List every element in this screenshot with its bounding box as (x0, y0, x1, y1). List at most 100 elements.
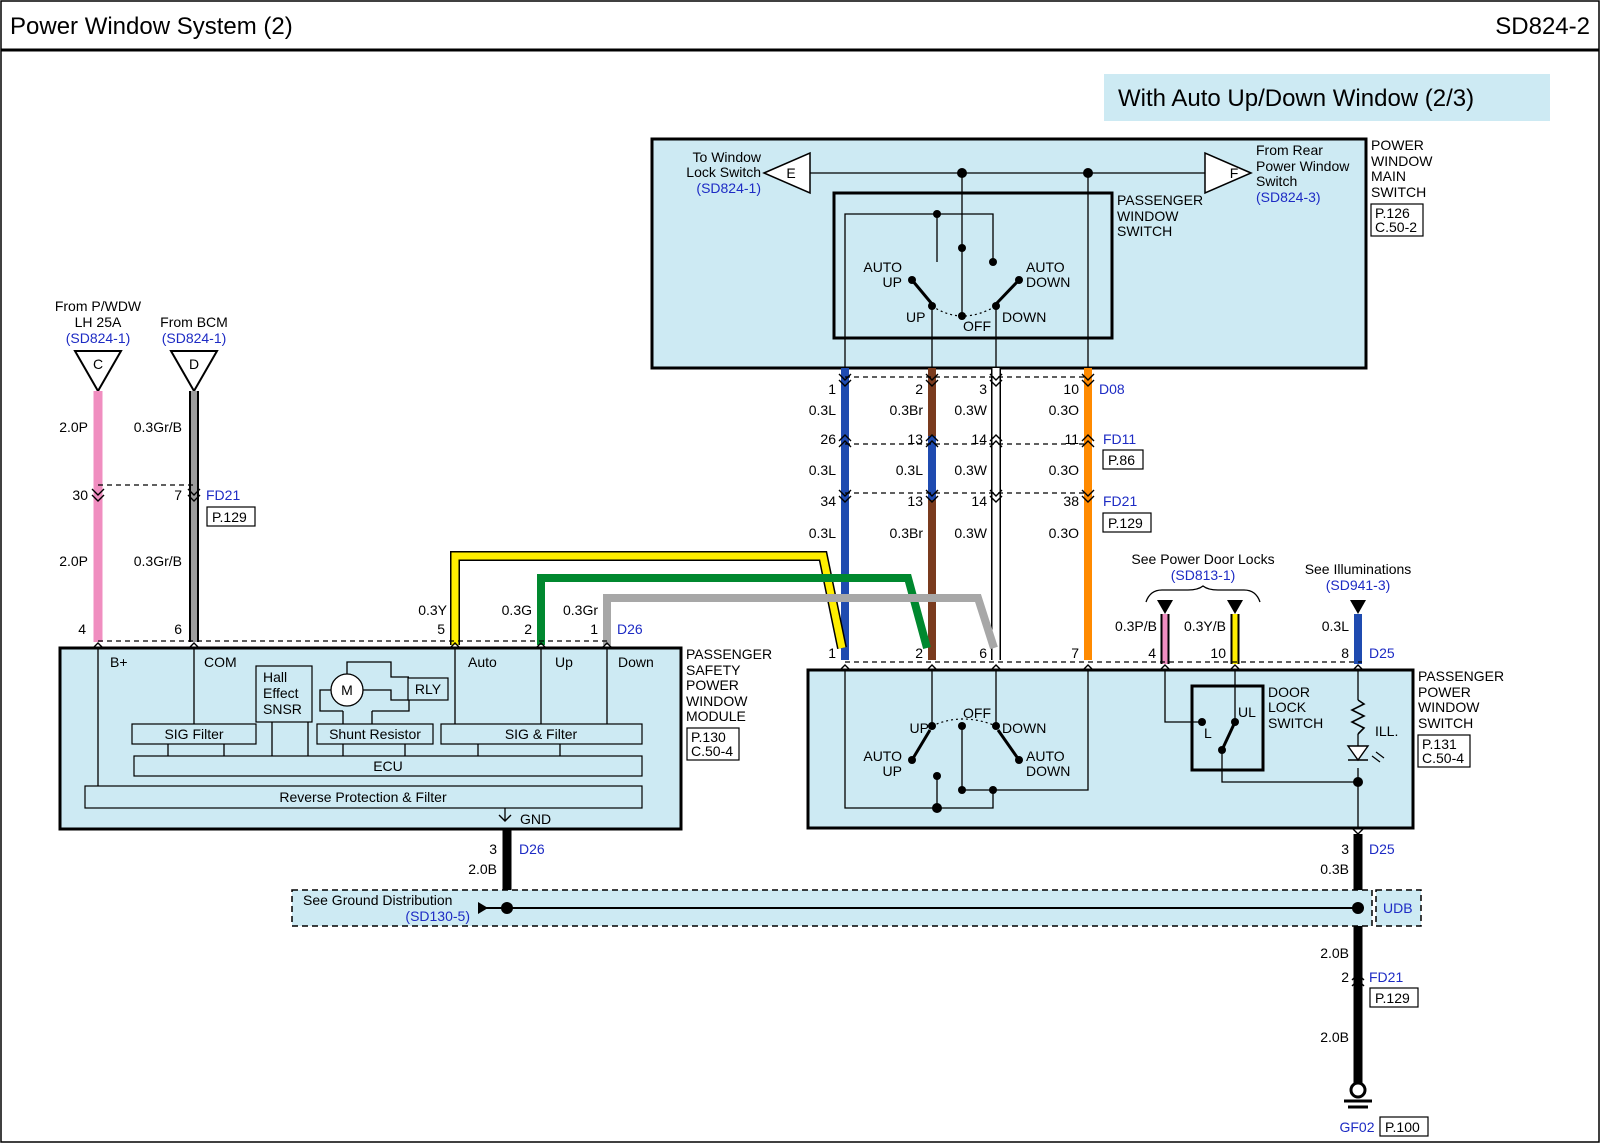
switch-link (931, 718, 997, 727)
main-switch-name-3: MAIN (1371, 168, 1406, 184)
ground-ref[interactable]: (SD130-5) (405, 908, 470, 924)
ref-p129[interactable]: P.129 (1108, 515, 1143, 531)
inner-switch-name-3: SWITCH (1117, 223, 1172, 239)
main-switch-ref-1[interactable]: P.126 (1375, 205, 1410, 221)
wire-spec: 0.3L (1322, 618, 1349, 634)
main-switch-box (650, 137, 1368, 370)
ref-box (1102, 512, 1152, 533)
fd21-connector-glyph (1351, 973, 1365, 987)
pass-switch-name-2: POWER (1418, 684, 1471, 700)
pass-auto-up-1: AUTO (863, 748, 902, 764)
connector-c-icon (73, 350, 123, 394)
pin-label: 2 (915, 645, 923, 661)
pin-label: 1 (590, 621, 598, 637)
pass-auto-down-1: AUTO (1026, 748, 1065, 764)
gf02-label[interactable]: GF02 (1339, 1119, 1374, 1135)
shunt-resistor-label: Shunt Resistor (329, 726, 421, 742)
module-pin-glyphs (91, 642, 614, 650)
pass-auto-down-2: DOWN (1026, 763, 1070, 779)
illum-ref[interactable]: (SD941-3) (1326, 577, 1391, 593)
door-lock-name-3: SWITCH (1268, 715, 1323, 731)
inner-switch-name-1: PASSENGER (1117, 192, 1203, 208)
ref-box (1369, 987, 1419, 1008)
pass-switch-pin-glyphs (838, 664, 1365, 672)
connector-fd11-label[interactable]: FD11 (1103, 431, 1136, 447)
wire-spec: 0.3W (954, 402, 987, 418)
sig-and-filter-box (440, 723, 643, 745)
door-locks-brace (1145, 585, 1261, 603)
pin-label: 13 (907, 431, 923, 447)
connector-d25-label[interactable]: D25 (1369, 841, 1395, 857)
from-rear-ref[interactable]: (SD824-3) (1256, 189, 1321, 205)
module-internal-wiring (97, 648, 608, 820)
pin-label: 2 (1341, 969, 1349, 985)
pass-switch-wiring (844, 670, 1359, 828)
contact-dot (1218, 746, 1226, 754)
to-lock-label-2: Lock Switch (686, 164, 761, 180)
module-name-2: SAFETY (686, 662, 741, 678)
ref-p100[interactable]: P.100 (1385, 1119, 1420, 1135)
illum-arrow-icon (1350, 600, 1366, 614)
door-lock-switch-box (1190, 684, 1265, 772)
wire-spec: 0.3L (809, 462, 836, 478)
module-ref-1[interactable]: P.130 (691, 729, 726, 745)
page-title: Power Window System (2) (10, 13, 293, 40)
wire-spec: 0.3P/B (1115, 618, 1157, 634)
connector-d26-label[interactable]: D26 (617, 621, 643, 637)
motor-wire (346, 661, 409, 678)
contact-dot (989, 786, 997, 794)
contact-dot (958, 722, 966, 730)
udb-box (1375, 889, 1422, 927)
banner-text: With Auto Up/Down Window (2/3) (1118, 85, 1474, 112)
main-switch-name-2: WINDOW (1371, 153, 1433, 169)
ground-arrow-icon (478, 902, 488, 914)
main-switch-ref-box (1370, 203, 1424, 237)
resistor-icon (1350, 699, 1366, 735)
contact-dot (933, 210, 941, 218)
wire-spec: 0.3L (896, 462, 923, 478)
pin-label: 5 (437, 621, 445, 637)
relay-label: RLY (415, 681, 442, 697)
ref-p129[interactable]: P.129 (212, 509, 247, 525)
d-source-ref[interactable]: (SD824-1) (162, 330, 227, 346)
inner-switch-name-2: WINDOW (1117, 208, 1179, 224)
connector-fd21-label[interactable]: FD21 (1369, 969, 1403, 985)
c-source-ref[interactable]: (SD824-1) (66, 330, 131, 346)
connector-fd21-label[interactable]: FD21 (206, 487, 240, 503)
from-rear-label-2: Power Window (1256, 158, 1350, 174)
wire-spec: 0.3Gr (563, 602, 598, 618)
module-bplus-label: B+ (110, 654, 128, 670)
connector-d08-label[interactable]: D08 (1099, 381, 1125, 397)
ref-box (206, 506, 256, 527)
pass-switch-ref-1[interactable]: P.131 (1422, 736, 1457, 752)
switch-wire (937, 213, 994, 262)
contact-dot (958, 786, 966, 794)
ref-p86[interactable]: P.86 (1108, 452, 1135, 468)
wire-spec: 0.3L (809, 402, 836, 418)
ecu-box (133, 755, 643, 777)
contact-dot (992, 722, 1000, 730)
to-lock-ref[interactable]: (SD824-1) (696, 180, 761, 196)
connector-d26-label[interactable]: D26 (519, 841, 545, 857)
module-down-label: Down (618, 654, 654, 670)
door-locks-ref[interactable]: (SD813-1) (1171, 567, 1236, 583)
switch-arm (994, 278, 1021, 306)
module-up-label: Up (555, 654, 573, 670)
wire-spec: 0.3Br (890, 402, 924, 418)
module-gnd-label: GND (520, 811, 551, 827)
banner-box (1104, 74, 1550, 121)
connector-d25-label[interactable]: D25 (1369, 645, 1395, 661)
connector-fd21-label[interactable]: FD21 (1103, 493, 1137, 509)
d-source-label: From BCM (160, 314, 228, 330)
pass-switch-name-1: PASSENGER (1418, 668, 1504, 684)
wire-spec: 0.3W (954, 525, 987, 541)
switch-arm (1220, 721, 1237, 751)
ecu-label: ECU (373, 758, 403, 774)
udb-label[interactable]: UDB (1383, 900, 1413, 916)
pin-label: 4 (1148, 645, 1156, 661)
ref-box (1379, 1116, 1429, 1137)
pin-label: 6 (174, 621, 182, 637)
ref-p129[interactable]: P.129 (1375, 990, 1410, 1006)
motor-wire (319, 689, 343, 712)
pin-label: 8 (1341, 645, 1349, 661)
